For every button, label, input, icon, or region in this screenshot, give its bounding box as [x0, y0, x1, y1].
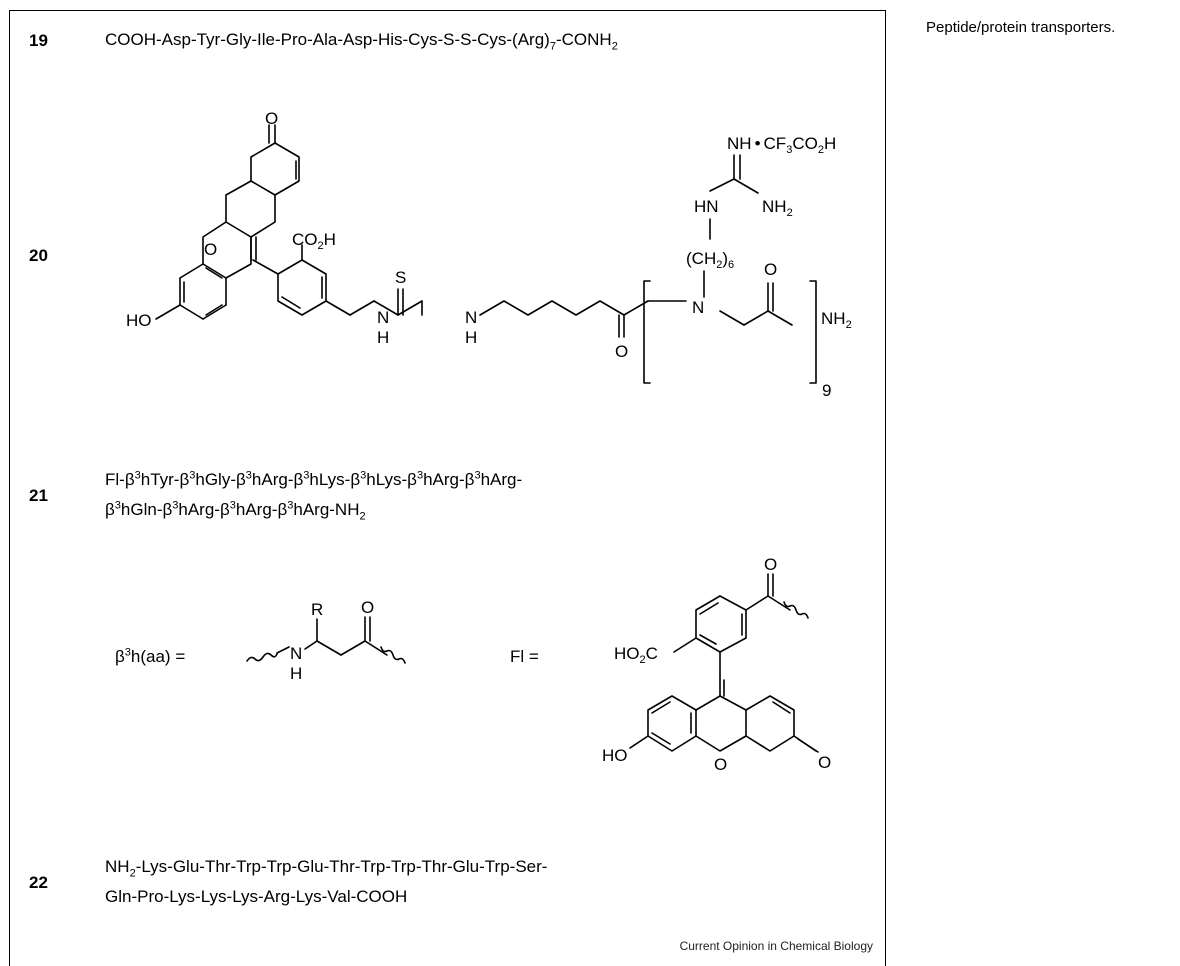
- c20-N2: N: [465, 308, 477, 327]
- compound-22-sequence-line2: Gln-Pro-Lys-Lys-Lys-Arg-Lys-Val-COOH: [105, 887, 408, 906]
- compound-19-sequence: COOH-Asp-Tyr-Gly-Ile-Pro-Ala-Asp-His-Cys…: [105, 30, 618, 53]
- fl-O-right: O: [818, 753, 831, 772]
- side-caption: Peptide/protein transporters.: [926, 19, 1116, 36]
- fl-HO: HO: [602, 746, 628, 765]
- c20-NH2-g: NH2: [762, 197, 793, 219]
- compound-22-number: 22: [29, 873, 48, 892]
- compound-21-number: 21: [29, 486, 48, 505]
- c20-H2: H: [465, 328, 477, 347]
- beta3-R: R: [311, 600, 323, 619]
- compound-20-structure: O O HO CO2H S N H N H O N O NH2 9 (CH2)6…: [126, 109, 852, 400]
- c20-S: S: [395, 268, 406, 287]
- credit-line: Current Opinion in Chemical Biology: [679, 939, 873, 953]
- beta3-O: O: [361, 598, 374, 617]
- fluorescein-fragment-structure: O HO2C HO O O: [602, 555, 831, 774]
- c20-CO2H: CO2H: [292, 230, 336, 252]
- fluorescein-definition-label: Fl =: [510, 647, 539, 666]
- c20-HN: HN: [694, 197, 719, 216]
- figure-panel: 19 COOH-Asp-Tyr-Gly-Ile-Pro-Ala-Asp-His-…: [9, 10, 886, 966]
- compound-19-number: 19: [29, 31, 48, 50]
- c20-O-pept: O: [764, 260, 777, 279]
- c20-H1: H: [377, 328, 389, 347]
- c20-N-pept: N: [692, 298, 704, 317]
- c20-O-amide: O: [615, 342, 628, 361]
- c20-HO: HO: [126, 311, 152, 330]
- compound-20-number: 20: [29, 246, 48, 265]
- beta3-H: H: [290, 664, 302, 683]
- compound-22-sequence-line1: NH2-Lys-Glu-Thr-Trp-Trp-Glu-Thr-Trp-Trp-…: [105, 857, 548, 880]
- c20-O-top: O: [265, 109, 278, 128]
- c20-NH-salt: NH•CF3CO2H: [727, 134, 836, 156]
- c20-N1: N: [377, 308, 389, 327]
- fl-O-top: O: [764, 555, 777, 574]
- beta3-fragment-structure: R O N H: [246, 598, 406, 683]
- beta3-N: N: [290, 644, 302, 663]
- compound-21-sequence-line1: Fl-β3hTyr-β3hGly-β3hArg-β3hLys-β3hLys-β3…: [105, 469, 523, 489]
- c20-NH2-term: NH2: [821, 309, 852, 331]
- compound-21-sequence-line2: β3hGln-β3hArg-β3hArg-β3hArg-NH2: [105, 499, 366, 523]
- beta3-definition-label: β3h(aa) =: [115, 646, 186, 666]
- compound-20-bonds: [155, 124, 817, 384]
- fl-HO2C: HO2C: [614, 644, 658, 666]
- c20-repeat-count: 9: [822, 381, 831, 400]
- fl-O-ring: O: [714, 755, 727, 774]
- c20-O-ring: O: [204, 240, 217, 259]
- c20-CH2-6: (CH2)6: [686, 249, 734, 271]
